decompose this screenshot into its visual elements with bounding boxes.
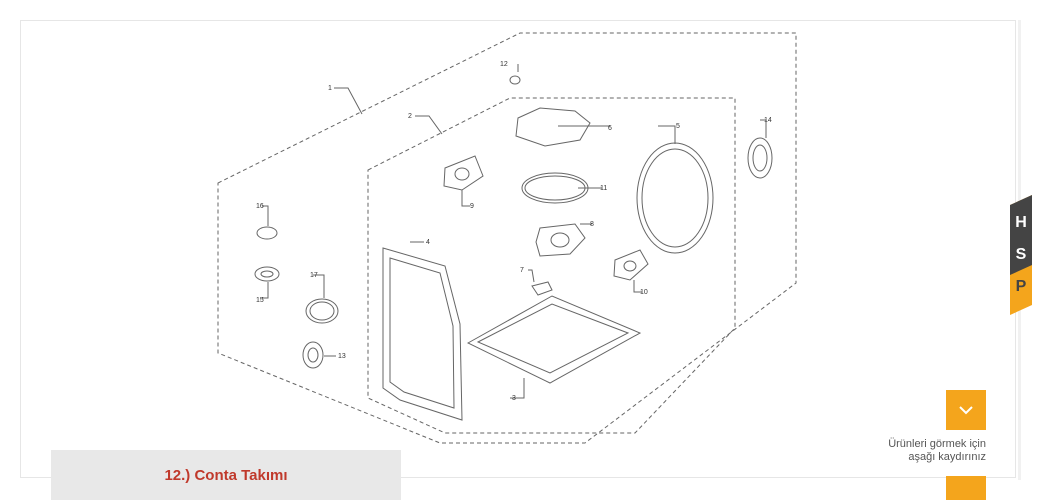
callout-3: 3 — [512, 395, 516, 402]
callout-4: 4 — [426, 239, 430, 246]
scroll-down-button[interactable] — [946, 390, 986, 430]
hsp-brand-logo: H S P — [1010, 195, 1032, 325]
scroll-hint-line-2: aşağı kaydırınız — [908, 451, 986, 463]
callout-1: 1 — [328, 85, 332, 92]
callout-16: 16 — [256, 203, 264, 210]
callout-11: 11 — [600, 185, 607, 192]
callout-14: 14 — [764, 117, 772, 124]
exploded-parts-diagram: 1 2 3 4 5 6 7 8 9 10 11 12 13 14 15 16 1… — [200, 28, 820, 448]
brand-letter-h: H — [1015, 214, 1027, 231]
scroll-hint-line-1: Ürünleri görmek için — [888, 438, 986, 450]
part-title: 12.) Conta Takımı — [164, 466, 288, 484]
callout-2: 2 — [408, 113, 412, 120]
brand-letter-p: P — [1016, 278, 1027, 295]
callout-10: 10 — [640, 289, 648, 296]
part-title-bar[interactable]: 12.) Conta Takımı — [51, 450, 401, 500]
callout-6: 6 — [608, 125, 612, 132]
gasket-set-drawing: 1 2 3 4 5 6 7 8 9 10 11 12 13 14 15 16 1… — [217, 32, 797, 444]
callout-15: 15 — [256, 297, 264, 304]
hsp-logo-icon: H S P — [1010, 195, 1032, 315]
product-image-frame — [20, 20, 1016, 478]
callout-9: 9 — [470, 203, 474, 210]
scroll-button-secondary[interactable] — [946, 476, 986, 500]
callout-7: 7 — [520, 267, 524, 274]
callout-12: 12 — [500, 61, 508, 68]
callout-5: 5 — [676, 123, 680, 130]
callout-8: 8 — [590, 221, 594, 228]
brand-letter-s: S — [1016, 246, 1027, 263]
callout-17: 17 — [310, 272, 318, 279]
callout-13: 13 — [338, 353, 346, 360]
chevron-down-icon — [959, 406, 973, 415]
scroll-hint: Ürünleri görmek için aşağı kaydırınız — [850, 438, 986, 464]
